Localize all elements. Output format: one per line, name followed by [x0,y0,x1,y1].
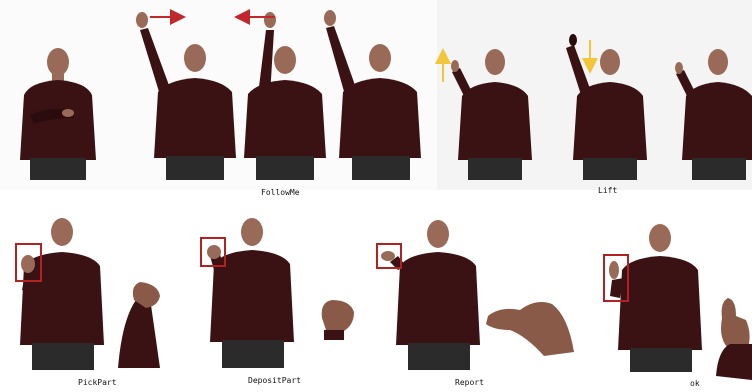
closeup-ok [716,298,752,380]
figure-lift-3 [675,49,752,180]
caption-depositpart: DepositPart [248,376,301,385]
closeup-depositpart [322,300,354,340]
figure-lift-2 [566,34,647,180]
caption-ok: ok [690,379,700,388]
figure-lift-1 [443,49,532,180]
figure-pickpart [16,218,104,370]
caption-pickpart: PickPart [78,378,117,387]
figure-followme-1 [136,12,236,180]
figure-report [377,220,480,370]
figure-ok [604,224,702,372]
closeup-report [486,302,574,356]
figure-rest [20,48,96,180]
figure-followme-2 [238,12,326,180]
closeup-pickpart [118,282,160,368]
figure-followme-3 [324,10,421,180]
caption-report: Report [455,378,484,387]
caption-lift: Lift [598,186,617,195]
figure-depositpart [201,218,294,368]
caption-followme: FollowMe [261,188,300,197]
